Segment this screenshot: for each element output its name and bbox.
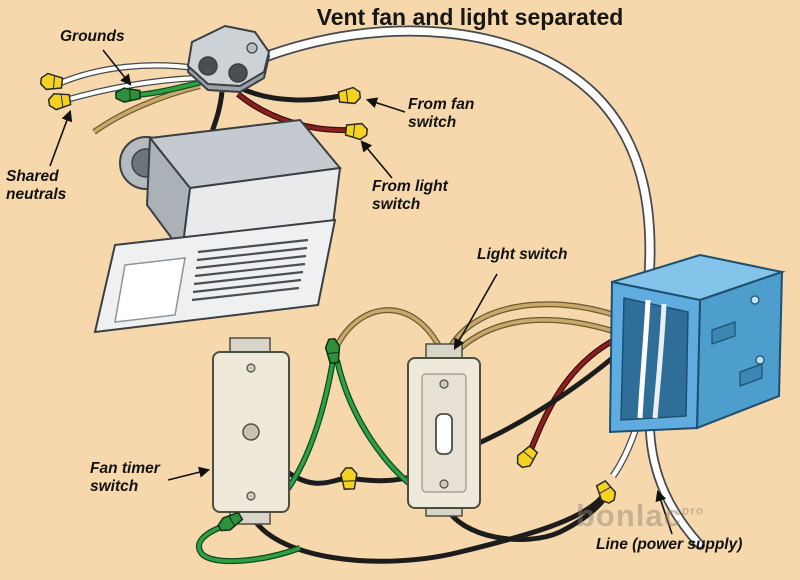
wire-nut: [340, 467, 358, 490]
watermark: bonlacpro: [576, 498, 705, 533]
shared-neutrals-arrow: [49, 109, 73, 167]
white-cable-junction-to-box: [256, 25, 656, 296]
electrical-box: [608, 253, 786, 434]
from-fan-switch-arrow: [365, 97, 406, 113]
line-arrow: [655, 489, 673, 535]
timer-button: [242, 423, 260, 441]
junction-to-fan-wire: [209, 91, 225, 133]
white-wire-box-loop: [610, 426, 640, 479]
grille-slats: [191, 238, 309, 302]
label-grounds: Grounds: [60, 28, 125, 45]
red-wire-box-to-switch: [527, 335, 620, 454]
green-connector: [324, 337, 341, 365]
light-lens: [114, 257, 186, 323]
annotation-arrows: [49, 49, 673, 535]
label-light-switch: Light switch: [477, 246, 568, 263]
green-connector: [217, 511, 244, 532]
light-switch-arrow: [453, 273, 498, 350]
switch-toggle: [435, 413, 453, 455]
wire-nut: [516, 445, 539, 469]
wire-nut: [595, 479, 617, 504]
green-connector: [115, 87, 141, 103]
wire-nut: [344, 122, 369, 141]
wire-nut: [337, 86, 362, 105]
label-fan-timer-switch: Fan timer switch: [90, 460, 160, 495]
light-switch-device: [407, 343, 481, 517]
wire-nut: [47, 93, 72, 111]
fan-timer-switch-arrow: [167, 466, 211, 481]
grounds-arrow: [102, 49, 132, 86]
label-shared-neutrals: Shared neutrals: [6, 168, 67, 203]
from-light-switch-arrow: [360, 140, 393, 179]
bare-ground-wires: [335, 301, 619, 359]
wire-nut: [39, 72, 64, 91]
wire-connectors: [39, 72, 617, 532]
label-line-power-supply: Line (power supply): [596, 536, 743, 553]
black-wire-box-to-switch: [471, 353, 618, 449]
fan-timer-switch-device: [212, 337, 290, 525]
junction-box: [186, 24, 271, 94]
diagram-title: Vent fan and light separated: [316, 4, 624, 30]
from-fan-switch-wire: [238, 85, 341, 103]
vent-fan-unit: [93, 118, 342, 334]
label-from-fan-switch: From fan switch: [408, 96, 475, 131]
label-from-light-switch: From light switch: [372, 178, 448, 213]
